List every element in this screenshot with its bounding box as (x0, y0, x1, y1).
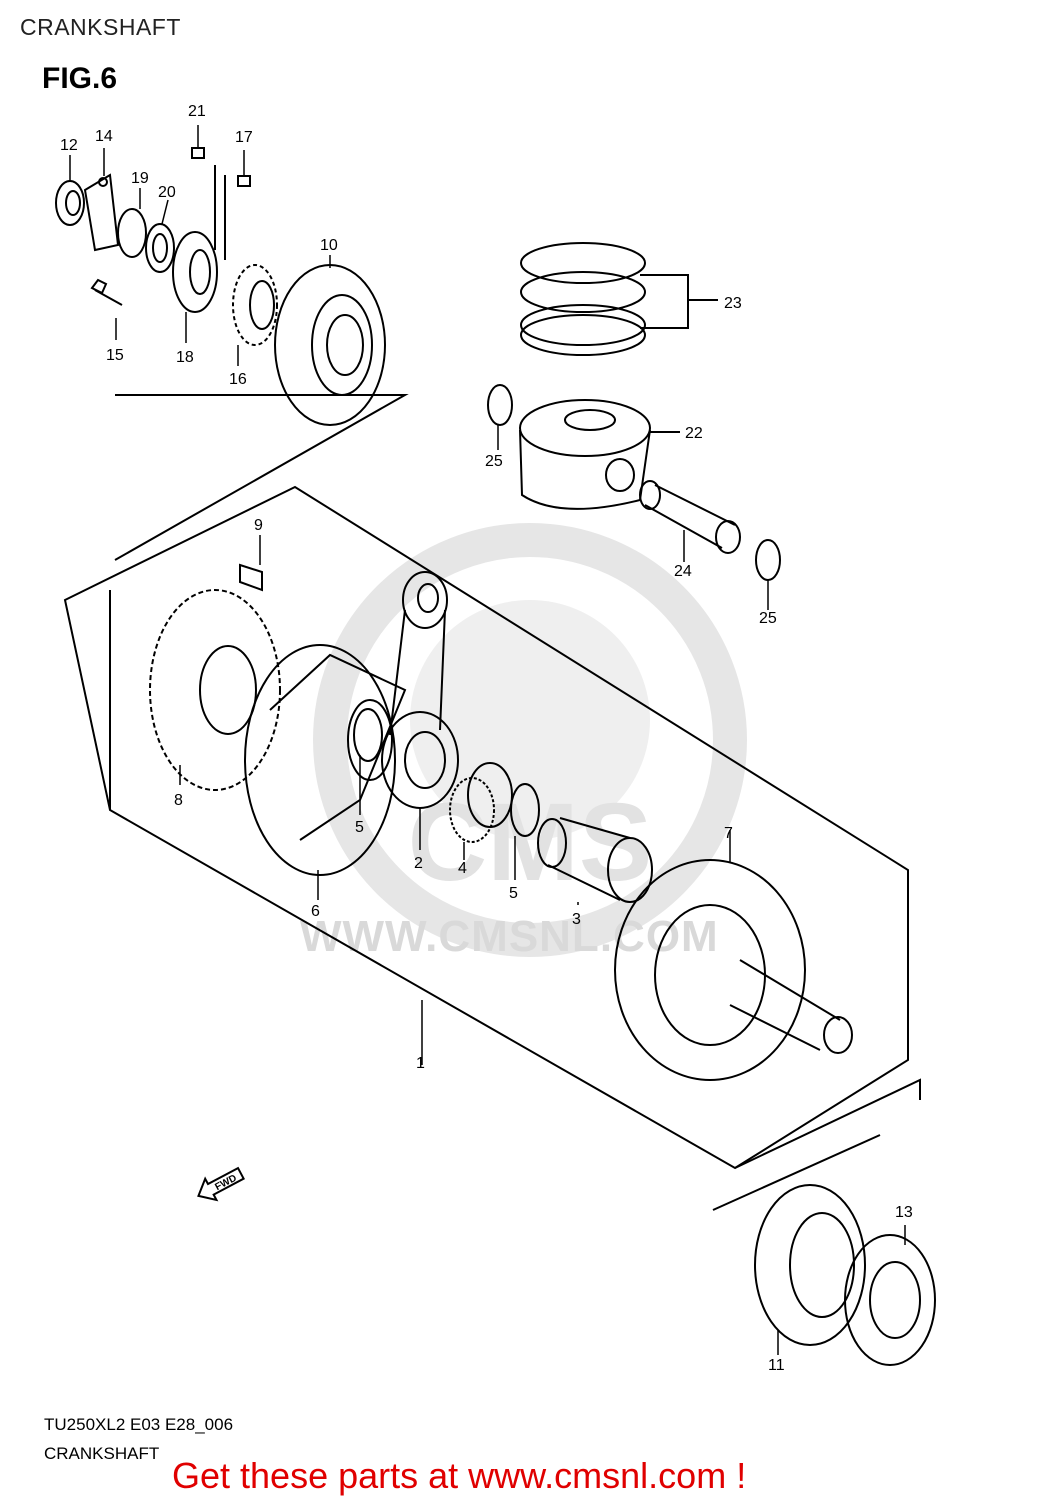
callout-25b: 25 (759, 610, 777, 627)
gear-18 (172, 231, 218, 313)
screw-15 (90, 278, 123, 306)
callout-8: 8 (174, 792, 183, 809)
fwd-label: FWD (213, 1173, 238, 1193)
callout-5b: 5 (509, 885, 518, 902)
callout-10: 10 (320, 237, 338, 254)
callout-21: 21 (188, 103, 206, 120)
bearing-10 (274, 264, 386, 426)
callout-7: 7 (724, 825, 733, 842)
piston-22 (519, 399, 680, 510)
callout-12: 12 (60, 137, 78, 154)
keys-21-17 (191, 147, 251, 260)
callout-6: 6 (311, 903, 320, 920)
page-title: CRANKSHAFT (20, 14, 181, 40)
crank-half-6 (244, 644, 407, 876)
callout-24: 24 (674, 563, 692, 580)
key-9 (239, 563, 263, 592)
figure-label: FIG.6 (42, 62, 118, 95)
piston-rings-23 (520, 242, 718, 356)
needle-bearing-4 (449, 762, 513, 843)
callout-1: 1 (416, 1055, 425, 1072)
retainer-plate-14 (83, 173, 120, 252)
spacers-19-20 (117, 208, 175, 273)
callout-11: 11 (768, 1357, 785, 1374)
crankpin-3 (537, 817, 653, 903)
oil-seal-12 (55, 180, 85, 226)
gear-16 (232, 264, 278, 346)
callout-18: 18 (176, 349, 194, 366)
callout-25a: 25 (485, 453, 503, 470)
washers-5 (353, 708, 540, 837)
callout-14: 14 (95, 128, 113, 145)
callout-labels: 12 14 19 20 21 17 10 15 18 16 23 22 25 2… (60, 103, 913, 1374)
callout-3: 3 (572, 911, 581, 928)
callout-23: 23 (724, 295, 742, 312)
shop-link[interactable]: Get these parts at www.cmsnl.com ! (172, 1455, 747, 1496)
callout-13: 13 (895, 1204, 913, 1221)
gear-8 (149, 589, 281, 791)
callout-20: 20 (158, 184, 176, 201)
callout-16: 16 (229, 371, 247, 388)
connecting-rod-2 (381, 571, 459, 809)
forward-arrow-icon: FWD (197, 1166, 246, 1202)
callout-2: 2 (414, 855, 423, 872)
callout-17: 17 (235, 129, 253, 146)
callout-9: 9 (254, 517, 263, 534)
callout-5a: 5 (355, 819, 364, 836)
bearing-11 (754, 1184, 866, 1346)
callout-19: 19 (131, 170, 149, 187)
crank-half-7 (614, 859, 853, 1081)
watermark-text: WWW.CMSNL.COM (300, 912, 719, 961)
callout-4: 4 (458, 860, 467, 877)
diagram-code: TU250XL2 E03 E28_006 (44, 1415, 234, 1434)
diagram-name: CRANKSHAFT (44, 1444, 160, 1463)
callout-15: 15 (106, 347, 124, 364)
callout-22: 22 (685, 425, 703, 442)
oil-seal-13 (844, 1234, 936, 1366)
piston-pin-24 (639, 480, 741, 554)
circlips-25 (487, 384, 781, 581)
